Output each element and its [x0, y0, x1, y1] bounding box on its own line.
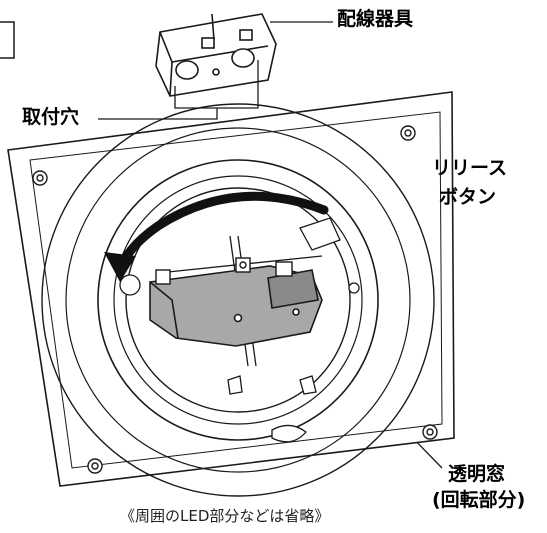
release-button-label-line2: ボタン — [439, 186, 497, 208]
wiring-fixture-device — [155, 13, 277, 97]
mounting-hole-label: 取付穴 — [22, 106, 80, 128]
frame-corner — [0, 21, 15, 59]
ring-details — [119, 217, 360, 443]
ring-assembly — [41, 103, 435, 497]
window-label-line1: 透明窓 — [448, 463, 506, 485]
rotation-arrow — [104, 191, 329, 282]
release-button-label-line1: リリース — [432, 157, 508, 179]
corner-screws — [32, 125, 438, 474]
release-button — [155, 257, 293, 285]
transparent-window — [149, 265, 323, 347]
window-label-line2: (回転部分) — [432, 489, 526, 511]
wiring-fixture-label: 配線器具 — [337, 8, 414, 30]
caption: 《周囲のLED部分などは省略》 — [120, 507, 330, 525]
